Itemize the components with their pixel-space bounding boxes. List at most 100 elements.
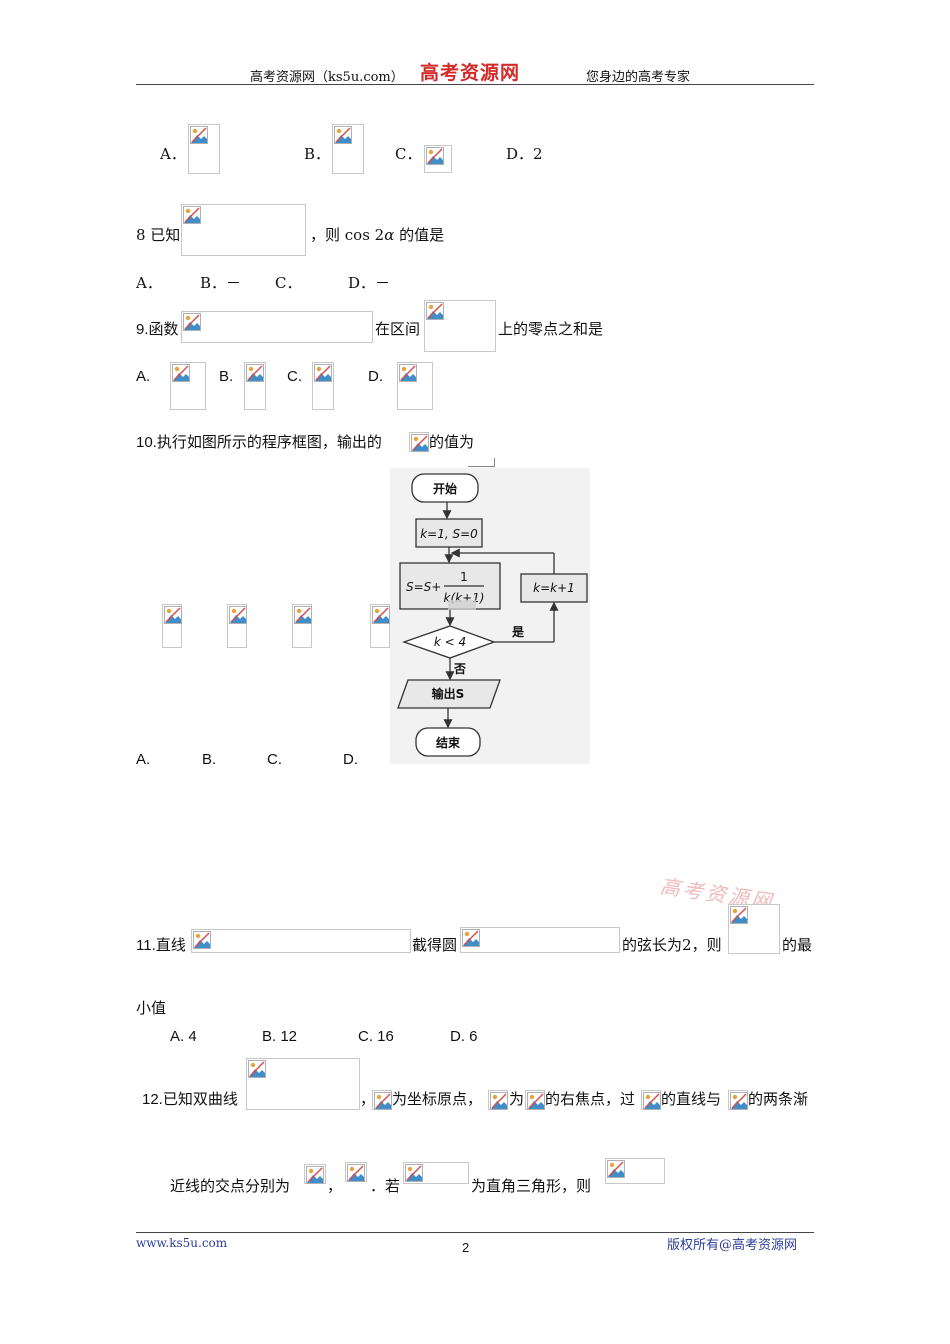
q12-line2-end: 为直角三角形，则 [471, 1177, 592, 1195]
q10-option-d: D. [343, 751, 358, 768]
image-placeholder [170, 362, 206, 410]
broken-image-icon [248, 1060, 266, 1078]
flowchart-start-label: 开始 [433, 481, 457, 496]
image-placeholder [181, 204, 306, 256]
q8-option-a: A． [136, 274, 162, 292]
image-placeholder [488, 1090, 508, 1110]
flowchart-end-label: 结束 [436, 735, 461, 750]
q11-stem-end: 的最 [782, 936, 813, 954]
q12-line2-start: 近线的交点分别为 [170, 1177, 291, 1195]
broken-image-icon [314, 364, 332, 382]
q10-option-b: B. [202, 751, 217, 768]
image-placeholder [292, 604, 312, 648]
broken-image-icon [190, 126, 208, 144]
flowchart: 开始 k=1, S=0 S=S+ 1 k(k+1) k=k+1 k < 4 是 … [397, 473, 588, 757]
flowchart-update-numerator: 1 [460, 570, 468, 584]
q8-option-c: C． [275, 274, 302, 292]
image-placeholder [312, 362, 334, 410]
q11-stem-line2: 小值 [136, 999, 167, 1017]
broken-image-icon [306, 1166, 324, 1184]
q7-option-a: A． [160, 145, 186, 163]
image-placeholder [728, 904, 780, 954]
q10-option-c: C. [267, 751, 282, 768]
q8-option-d: D．－ [348, 274, 391, 292]
image-placeholder [641, 1090, 661, 1110]
image-placeholder [370, 604, 390, 648]
broken-image-icon [347, 1164, 365, 1182]
flowchart-no-label: 否 [453, 662, 466, 676]
q11-option-b: B. 12 [262, 1028, 298, 1045]
flowchart-output-parallelogram [397, 679, 501, 709]
alpha-symbol: α [384, 226, 395, 244]
q12-stem-start: 12.已知双曲线 [142, 1091, 238, 1108]
q12-line2-if: ．若 [370, 1177, 401, 1195]
flowchart-condition-label: k < 4 [434, 635, 466, 649]
q9-stem-mid: 在区间 [375, 320, 421, 338]
broken-image-icon [294, 606, 312, 624]
image-placeholder [246, 1058, 360, 1110]
q10-stem-end: 的值为 [429, 433, 475, 451]
header-rule [136, 84, 814, 85]
q12-comma: ， [360, 1090, 376, 1108]
broken-image-icon [193, 931, 211, 949]
flowchart-corner-mark [468, 466, 494, 467]
image-placeholder [345, 1162, 367, 1182]
image-placeholder [605, 1158, 665, 1184]
broken-image-icon [164, 606, 182, 624]
image-placeholder [162, 604, 182, 648]
broken-image-icon [229, 606, 247, 624]
q10-option-a: A. [136, 751, 151, 768]
broken-image-icon [183, 206, 201, 224]
flowchart-corner-mark-tick [494, 458, 495, 467]
image-placeholder [424, 145, 452, 173]
header-logo: 高考资源网 [420, 62, 521, 84]
broken-image-icon [334, 126, 352, 144]
broken-image-icon [490, 1092, 508, 1110]
image-placeholder [181, 311, 373, 343]
footer-rule [136, 1232, 814, 1233]
q7-option-b: B． [304, 145, 331, 163]
broken-image-icon [527, 1092, 545, 1110]
q9-option-d: D. [368, 368, 383, 385]
q12-text-is: 为 [509, 1090, 525, 1108]
q7-option-c: C． [395, 145, 422, 163]
q11-option-a: A. 4 [170, 1028, 197, 1045]
image-placeholder [460, 927, 620, 953]
broken-image-icon [172, 364, 190, 382]
flowchart-yes-label: 是 [511, 625, 525, 639]
q11-option-c: C. 16 [358, 1028, 394, 1045]
q9-option-c: C. [287, 368, 302, 385]
image-placeholder [227, 604, 247, 648]
q9-stem-start: 9.函数 [136, 321, 179, 338]
q8-option-b: B．－ [200, 274, 242, 292]
broken-image-icon [730, 906, 748, 924]
header-right: 您身边的高考专家 [586, 70, 691, 85]
q11-chord-text: 的弦长为 [622, 936, 683, 954]
image-placeholder [728, 1090, 748, 1110]
q12-text-focus: 的右焦点，过 [545, 1090, 636, 1108]
q12-line2-comma: ， [327, 1177, 343, 1195]
q8-stem-tail-post: 的值是 [394, 226, 445, 244]
flowchart-output-label: 输出S [432, 686, 465, 701]
broken-image-icon [246, 364, 264, 382]
flowchart-start-terminal [411, 473, 479, 503]
broken-image-icon [643, 1092, 661, 1110]
footer-copyright: 版权所有@高考资源网 [667, 1238, 798, 1253]
broken-image-icon [411, 434, 429, 452]
image-placeholder [525, 1090, 545, 1110]
q12-stem-end: 的两条渐 [748, 1090, 809, 1108]
broken-image-icon [426, 147, 444, 165]
image-placeholder [244, 362, 266, 410]
q11-chord-value: 2 [682, 936, 692, 954]
footer-link[interactable]: www.ks5u.com [136, 1236, 228, 1250]
image-placeholder [403, 1162, 469, 1184]
q11-stem-start: 11.直线 [136, 937, 186, 954]
image-placeholder [372, 1090, 392, 1110]
header-left: 高考资源网（ks5u.com） [250, 70, 404, 85]
q8-stem-start: 8 已知 [136, 226, 181, 244]
q9-stem-end: 上的零点之和是 [498, 320, 604, 338]
image-placeholder [424, 300, 496, 352]
flowchart-smudge [448, 600, 476, 610]
broken-image-icon [426, 302, 444, 320]
broken-image-icon [374, 1092, 392, 1110]
